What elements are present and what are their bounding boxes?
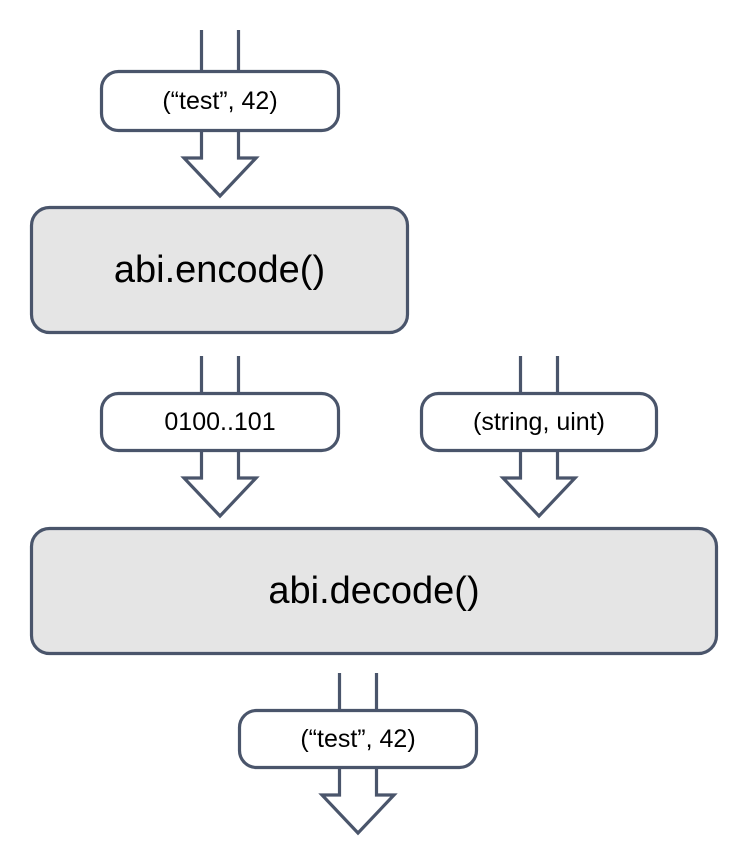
node-box-output-tuple[interactable] bbox=[237, 708, 479, 770]
arrow-encoded-to-decode bbox=[180, 444, 260, 519]
node-box-type-signature[interactable] bbox=[419, 391, 659, 453]
node-layer bbox=[29, 69, 719, 770]
arrow-signature-to-decode bbox=[499, 444, 579, 519]
node-box-abi-decode[interactable] bbox=[29, 526, 719, 656]
node-box-encoded-bytes[interactable] bbox=[99, 391, 341, 453]
node-box-input-tuple[interactable] bbox=[99, 69, 341, 133]
arrow-input-to-encode bbox=[180, 124, 260, 199]
arrow-output-down bbox=[318, 761, 398, 836]
node-box-abi-encode[interactable] bbox=[29, 205, 410, 335]
